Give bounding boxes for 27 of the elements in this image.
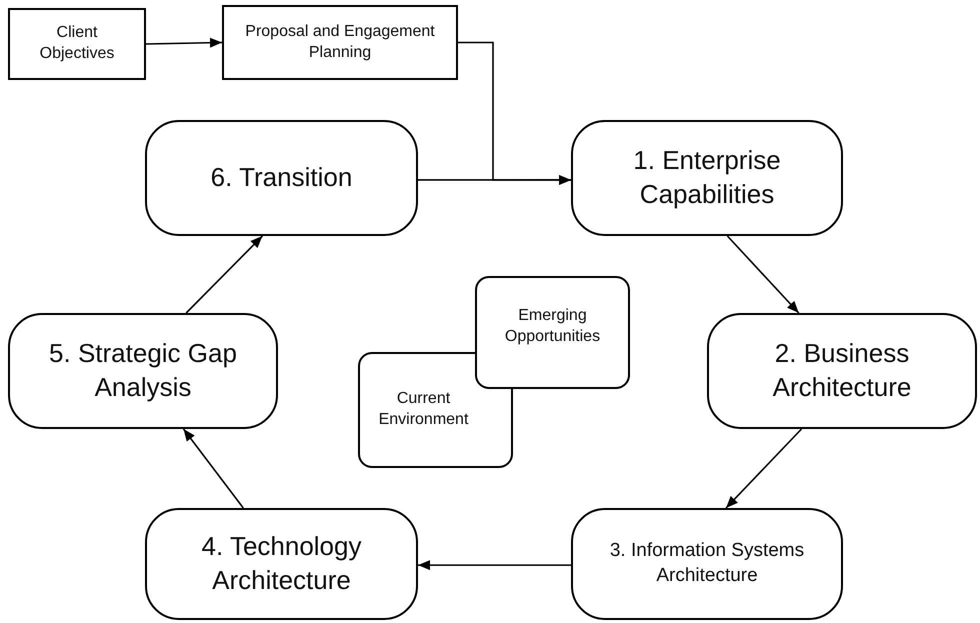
phase-box <box>707 313 977 429</box>
input-box <box>8 8 146 80</box>
arrow <box>726 235 800 314</box>
node-label: Current Environment <box>378 389 470 430</box>
arrow <box>725 428 802 509</box>
phase-box <box>145 120 418 236</box>
node-label: 1. Enterprise Capabilities <box>632 144 782 211</box>
context-box <box>358 352 513 468</box>
node-label: 3. Information Systems Architecture <box>608 539 806 588</box>
context-box <box>475 276 630 389</box>
arrow <box>418 174 571 185</box>
arrow <box>186 235 263 314</box>
phase-box <box>571 120 843 236</box>
node-label: Client Objectives <box>38 23 116 64</box>
phase-box <box>8 313 278 429</box>
arrow <box>146 38 222 48</box>
node-label: 5. Strategic Gap Analysis <box>48 337 238 404</box>
node-label: 6. Transition <box>210 161 352 194</box>
phase-box <box>145 508 418 620</box>
node-label: 2. Business Architecture <box>772 337 912 404</box>
phase-box <box>571 508 843 620</box>
node-label: Proposal and Engagement Planning <box>244 22 436 62</box>
node-label: 4. Technology Architecture <box>200 530 362 597</box>
arrow <box>182 428 244 508</box>
node-label: Emerging Opportunities <box>504 306 602 347</box>
arrow <box>418 560 571 570</box>
input-box <box>222 5 458 80</box>
